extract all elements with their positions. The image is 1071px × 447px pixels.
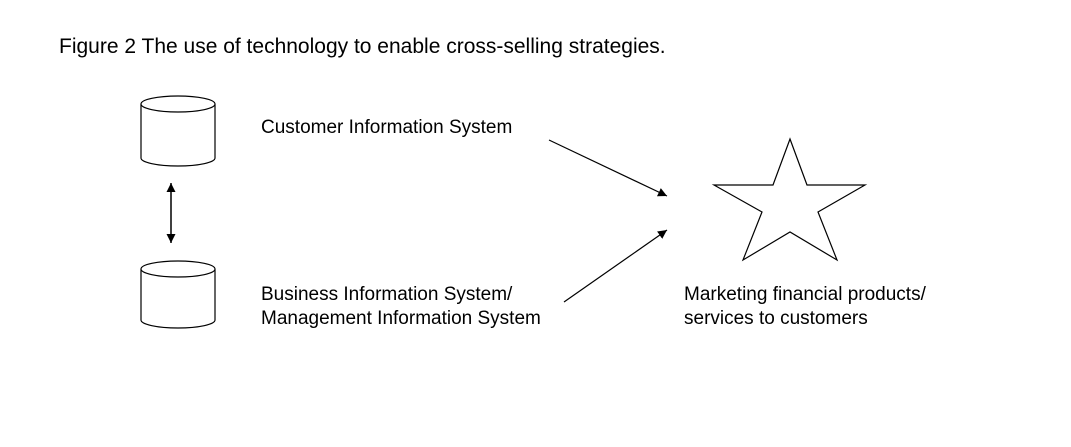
figure-title: Figure 2 The use of technology to enable… <box>59 35 666 58</box>
arrow-business-to-marketing <box>563 229 668 303</box>
marketing-outcome-label-line2: services to customers <box>684 308 868 329</box>
customer-information-system-label: Customer Information System <box>261 117 513 138</box>
management-information-system-label: Management Information System <box>261 308 541 329</box>
business-information-system-label: Business Information System/ <box>261 284 513 305</box>
arrow-customer-to-marketing <box>548 139 668 197</box>
database-cylinder-icon <box>140 260 216 329</box>
marketing-outcome-label-line1: Marketing financial products/ <box>684 284 926 305</box>
star-icon <box>711 137 868 262</box>
database-cylinder-icon <box>140 95 216 167</box>
